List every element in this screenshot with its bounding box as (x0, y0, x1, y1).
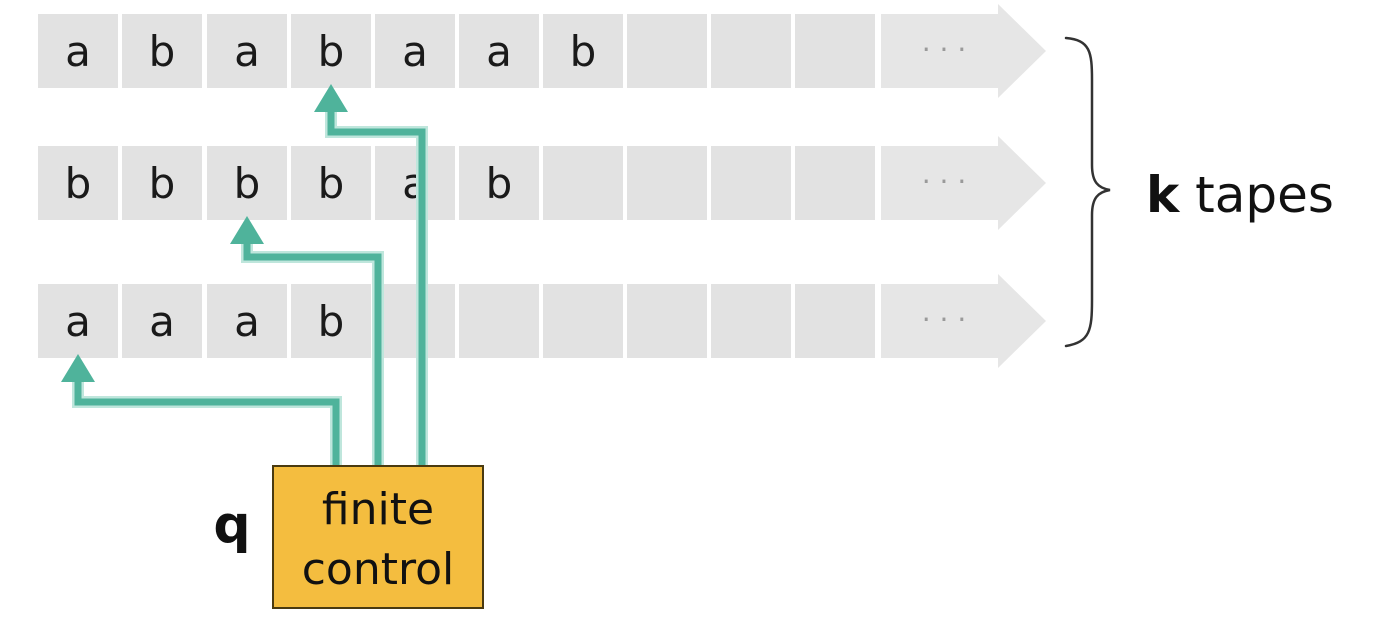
tape-cell (207, 14, 287, 88)
head-arrowhead (230, 216, 264, 244)
tape-cell (711, 284, 791, 358)
tape-cell-symbol: b (318, 297, 345, 346)
head-link-line (74, 382, 340, 466)
finite-control-box (272, 465, 484, 609)
tape-cell (627, 284, 707, 358)
tape-cell-symbol: a (65, 297, 91, 346)
tape-cell (375, 146, 455, 220)
tape-ellipsis: · · · (922, 165, 967, 198)
head-link-tape-3 (61, 354, 342, 466)
tape-cell (711, 14, 791, 88)
tape-cell-symbol: a (234, 27, 260, 76)
head-link-line (243, 244, 382, 466)
k-tapes-label: k tapes (1146, 166, 1334, 224)
state-q-label: q (213, 495, 250, 555)
tape-cell (122, 14, 202, 88)
tape-cell (291, 14, 371, 88)
tape-cell-symbol: b (65, 159, 92, 208)
tape-ellipsis: · · · (922, 33, 967, 66)
head-links (61, 84, 428, 466)
tape-cell (375, 14, 455, 88)
tape-cell (291, 146, 371, 220)
tape-cell (122, 284, 202, 358)
tape-cell (207, 284, 287, 358)
head-link-tape-2 (230, 216, 384, 466)
tape-cell-symbol: b (149, 27, 176, 76)
tape-continuation-arrow (881, 4, 1046, 98)
tape-3: a a a b · · · (38, 274, 1046, 368)
tape-cell-symbol: a (234, 297, 260, 346)
tape-cell (543, 284, 623, 358)
tape-cell (795, 284, 875, 358)
tapes-word: tapes (1179, 166, 1334, 224)
tape-cell (543, 146, 623, 220)
tape-cell (543, 14, 623, 88)
tape-cell (795, 146, 875, 220)
tape-continuation-arrow (881, 274, 1046, 368)
head-link-line (327, 112, 426, 466)
tape-cell-symbol: b (234, 159, 261, 208)
tape-ellipsis: · · · (922, 303, 967, 336)
k-symbol: k (1146, 166, 1181, 224)
tape-cell-symbol: b (149, 159, 176, 208)
tape-cell (375, 284, 455, 358)
finite-control-line2: control (302, 544, 455, 595)
tape-cell-symbol: a (402, 27, 428, 76)
tape-cell (627, 14, 707, 88)
tape-continuation-arrow (881, 136, 1046, 230)
tape-cell (795, 14, 875, 88)
tape-cell (627, 146, 707, 220)
head-link-halo (72, 382, 342, 466)
tape-cell (207, 146, 287, 220)
tape-cell-symbol: b (318, 159, 345, 208)
finite-control-line1: finite (322, 484, 434, 535)
tape-cell (459, 14, 539, 88)
tapes-brace (1064, 36, 1111, 348)
tape-cell (459, 146, 539, 220)
tape-1: a b a b a a b · · · (38, 4, 1046, 98)
tape-cell-symbol: b (486, 159, 513, 208)
tape-cell (38, 14, 118, 88)
tape-cell-symbol: a (149, 297, 175, 346)
tape-cell-symbol: a (65, 27, 91, 76)
head-arrowhead (61, 354, 95, 382)
tape-cell (459, 284, 539, 358)
tape-cell (38, 146, 118, 220)
tape-cell (122, 146, 202, 220)
head-link-tape-1 (314, 84, 428, 466)
tape-cell-symbol: b (570, 27, 597, 76)
tape-cell (711, 146, 791, 220)
tape-cell-symbol: b (318, 27, 345, 76)
tape-cell (291, 284, 371, 358)
tape-cell-symbol: a (486, 27, 512, 76)
head-arrowhead (314, 84, 348, 112)
tape-cell (38, 284, 118, 358)
